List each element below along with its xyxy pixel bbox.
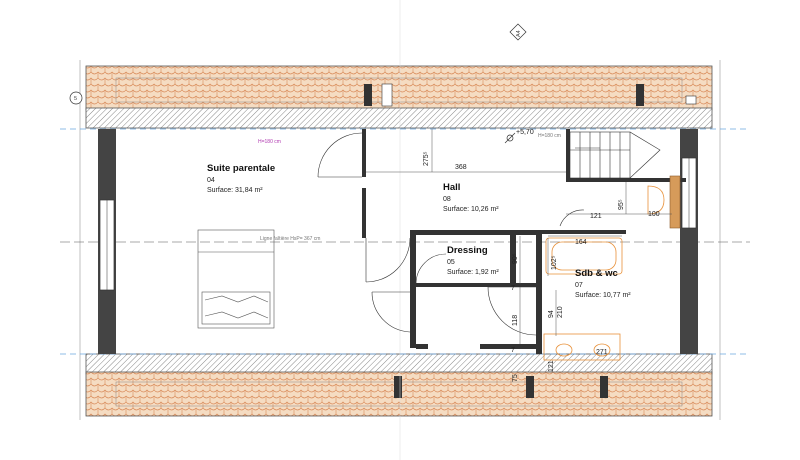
dim-121b: 121: [548, 360, 555, 372]
dim-90: 90⁵: [512, 253, 519, 264]
height-note-right: H=180 cm: [538, 133, 561, 139]
dim-94: 94: [548, 310, 555, 318]
height-note-left: H=180 cm: [258, 139, 281, 145]
dim-164: 164: [575, 239, 587, 246]
dim-368: 368: [455, 164, 467, 171]
section-marker: A4: [509, 23, 527, 41]
room-name-sdb: Sdb & wc: [575, 268, 618, 279]
room-name-suite: Suite parentale: [207, 163, 275, 174]
staircase: [569, 131, 661, 179]
dim-75: 75: [512, 374, 519, 382]
dim-210: 210: [557, 306, 564, 318]
dim-118: 118: [512, 315, 519, 326]
section-marker-label: A4: [516, 30, 522, 37]
ridge-line-note: Ligne faîtière HsP= 367 cm: [260, 236, 320, 242]
dim-95: 95⁵: [618, 199, 625, 210]
dim-121: 121: [590, 213, 602, 220]
room-hall: Hall 08 Surface: 10,26 m²: [443, 182, 499, 213]
guide-lines: [60, 128, 750, 355]
gable-walls: [98, 129, 698, 354]
dim-271: 271: [596, 349, 608, 356]
room-surface-hall: Surface: 10,26 m²: [443, 206, 499, 213]
room-number-suite: 04: [207, 177, 215, 184]
axis-marker-label: 5: [74, 96, 77, 102]
dimension-lines: [366, 129, 672, 344]
room-dressing: Dressing 05 Surface: 1,92 m²: [447, 245, 499, 276]
dim-275: 275⁵: [423, 151, 430, 166]
dim-102: 102⁵: [551, 255, 558, 270]
room-number-dressing: 05: [447, 259, 455, 266]
axis-marker: 5: [69, 91, 83, 105]
dim-7a: 7: [511, 285, 515, 292]
room-sdb: Sdb & wc 07 Surface: 10,77 m²: [575, 268, 631, 299]
bathroom-fixtures: [543, 185, 665, 361]
dimension-labels: 275⁵ 368 121 95⁵ 100 164 102⁵ 90⁵ 7 7 11…: [423, 151, 660, 382]
room-surface-sdb: Surface: 10,77 m²: [575, 292, 631, 299]
bed: [197, 229, 275, 329]
room-name-hall: Hall: [443, 182, 460, 193]
dim-7b: 7: [511, 347, 515, 354]
roof-top: [85, 65, 713, 129]
doors: [317, 132, 585, 336]
room-number-sdb: 07: [575, 282, 583, 289]
room-suite: Suite parentale 04 Surface: 31,84 m²: [207, 163, 275, 194]
room-number-hall: 08: [443, 196, 451, 203]
room-name-dressing: Dressing: [447, 245, 488, 256]
annotations: +5,70 H=180 cm H=180 cm Ligne faîtière H…: [69, 23, 561, 242]
room-surface-suite: Surface: 31,84 m²: [207, 187, 263, 194]
room-surface-dressing: Surface: 1,92 m²: [447, 269, 499, 276]
roof-bottom: [85, 353, 713, 417]
level-icon: [504, 132, 516, 144]
interior-walls: [362, 129, 686, 354]
dim-100: 100: [648, 211, 660, 218]
level-mark: +5,70: [516, 129, 534, 136]
